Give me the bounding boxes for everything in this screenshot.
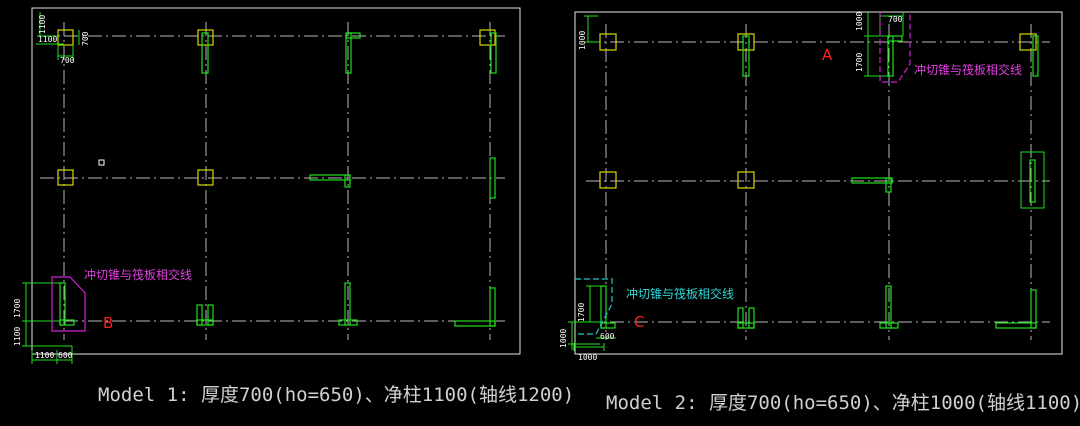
model-2-dimensions-top-wall: 1000 700 1700	[855, 12, 904, 77]
dim-label: 1000	[578, 31, 587, 50]
column	[479, 29, 496, 46]
dim-label: 700	[81, 31, 90, 46]
model-2-border	[574, 11, 1063, 355]
dim-label: 700	[60, 56, 75, 65]
column	[57, 29, 74, 46]
column	[599, 171, 617, 189]
dim-label: 1100	[13, 327, 22, 346]
model-2-plan: 1000 1000 700 1700 冲切锥与筏板相交线 A	[559, 11, 1080, 414]
column	[197, 169, 214, 186]
dim-label: 1100	[35, 351, 54, 360]
cursor-marker	[98, 159, 105, 166]
marker-c: C	[634, 313, 644, 331]
model-1-border	[31, 7, 521, 355]
model-1-plan: 1100 1100 700 700 1700 1100 1100 600 冲切锥…	[13, 7, 574, 406]
model-1-caption: Model 1: 厚度700(ho=650)、净柱1100(轴线1200)	[98, 384, 574, 406]
dim-label: 1700	[855, 53, 864, 72]
column	[737, 171, 755, 189]
model-2-dimensions-top-left: 1000	[578, 15, 600, 50]
dim-label: 1100	[38, 15, 47, 34]
dim-label: 600	[600, 332, 615, 341]
model-2-axes	[586, 24, 1050, 340]
model-2-dimensions-bottom: 1700 1000 1000 600	[559, 285, 616, 362]
dim-label: 1700	[13, 299, 22, 318]
model-2-walls	[600, 35, 1045, 329]
model-1-dimensions-top: 1100 1100 700 700	[36, 12, 90, 65]
punching-cone-outline-c	[575, 278, 613, 335]
dim-label: 1100	[38, 35, 57, 44]
column	[57, 169, 74, 186]
model-1-dimensions-bottom: 1700 1100 1100 600	[13, 282, 73, 364]
model-2-caption: Model 2: 厚度700(ho=650)、净柱1000(轴线1100)	[606, 392, 1080, 414]
column	[1019, 33, 1037, 51]
model-1-walls	[59, 32, 497, 327]
model-2-columns	[599, 33, 1037, 189]
dim-label: 700	[888, 15, 903, 24]
wall-boundary	[1020, 151, 1045, 209]
punching-cone-note-top: 冲切锥与筏板相交线	[914, 62, 1022, 77]
model-1-axes	[40, 22, 505, 340]
punching-cone-outline	[51, 276, 86, 332]
dim-label: 1000	[855, 12, 864, 31]
marker-a: A	[822, 46, 833, 64]
model-1-columns	[57, 29, 496, 186]
punching-cone-note-bottom: 冲切锥与筏板相交线	[626, 286, 734, 301]
column	[197, 29, 214, 46]
punching-cone-outline-a	[879, 12, 911, 83]
dim-label: 1000	[578, 353, 597, 362]
dim-label: 1000	[559, 329, 568, 348]
marker-b: B	[103, 314, 113, 332]
column	[737, 33, 755, 51]
dim-label: 1700	[577, 303, 586, 322]
dim-label: 600	[58, 351, 73, 360]
punching-cone-note: 冲切锥与筏板相交线	[84, 267, 192, 282]
